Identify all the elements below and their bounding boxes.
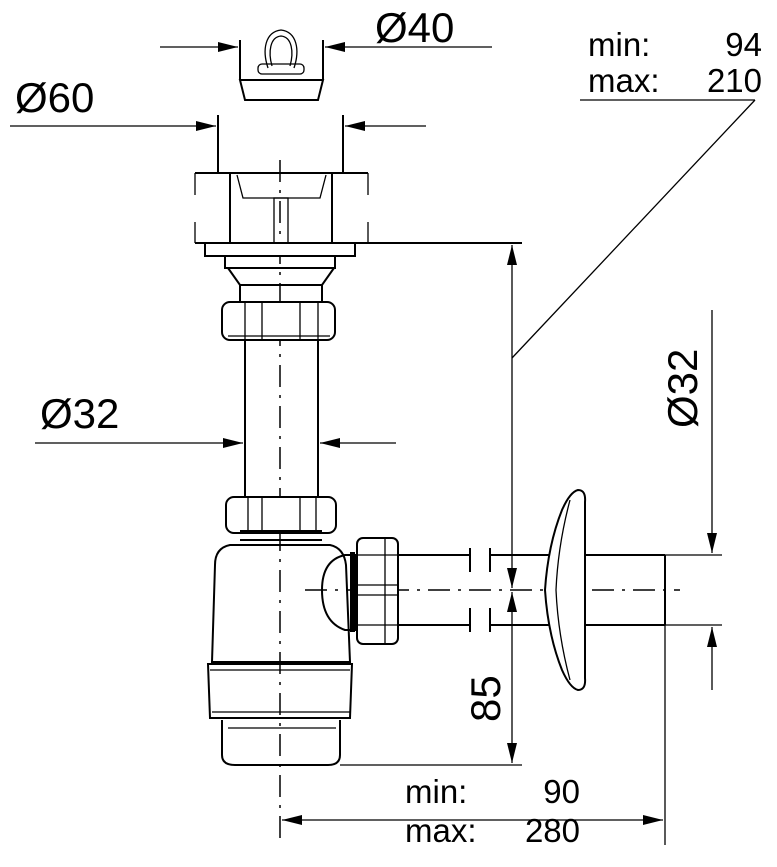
strainer-diameter-label: Ø40 bbox=[375, 4, 454, 51]
side-outlet bbox=[320, 537, 666, 645]
dimension-flange-diameter: Ø60 bbox=[10, 74, 426, 131]
strainer-plug bbox=[238, 29, 325, 101]
tailpipe bbox=[244, 340, 319, 497]
dimension-strainer-diameter: Ø40 bbox=[160, 4, 492, 52]
dimension-height: min: 94 max: 210 bbox=[507, 26, 762, 588]
length-min-label: min: bbox=[405, 773, 467, 810]
bottle-body bbox=[206, 539, 354, 766]
height-max-label: max: bbox=[588, 62, 660, 99]
outlet-diameter-label: Ø32 bbox=[659, 349, 706, 428]
outlet-height-label: 85 bbox=[462, 675, 509, 722]
length-max-label: max: bbox=[405, 812, 477, 849]
length-max-value: 280 bbox=[525, 812, 580, 849]
length-min-value: 90 bbox=[543, 773, 580, 810]
dimension-outlet-height: 85 bbox=[340, 592, 522, 766]
lower-nut bbox=[225, 496, 337, 534]
height-max-value: 210 bbox=[707, 62, 762, 99]
dimension-pipe-diameter: Ø32 bbox=[35, 390, 396, 448]
pipe-diameter-label: Ø32 bbox=[40, 390, 119, 437]
height-min-label: min: bbox=[588, 26, 650, 63]
flange bbox=[194, 115, 522, 286]
dimension-outlet-diameter: Ø32 bbox=[659, 310, 722, 690]
dimension-outlet-length: min: 90 max: 280 bbox=[282, 625, 666, 849]
wall-escutcheon bbox=[543, 488, 587, 692]
upper-nut bbox=[221, 285, 336, 341]
flange-diameter-label: Ø60 bbox=[15, 74, 94, 121]
height-min-value: 94 bbox=[725, 26, 762, 63]
